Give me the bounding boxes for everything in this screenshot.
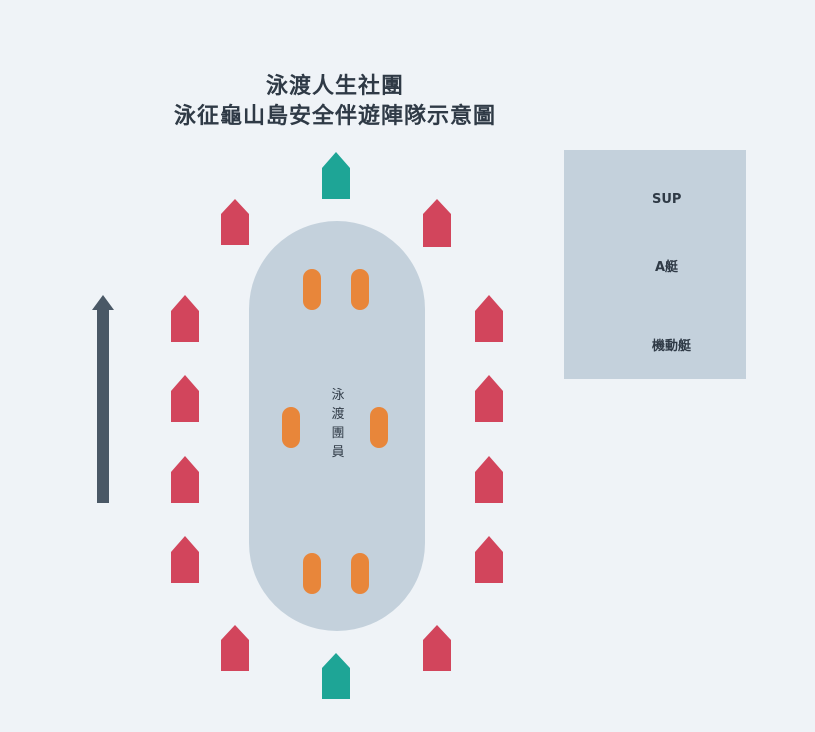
a-boat-icon [171,295,199,342]
title-line2: 泳征龜山島安全伴遊陣隊示意圖 [173,104,496,129]
motor-boat-group [322,152,350,699]
a-boat-icon [171,456,199,503]
motor-boat-icon [322,653,350,699]
legend-sup-label: SUP [652,192,682,207]
a-boat-icon [475,295,503,342]
a-boat-icon [423,625,451,671]
legend-a-boat-label: A艇 [655,260,679,275]
sup-board-icon [282,407,300,448]
a-boat-icon [171,375,199,422]
title-line1: 泳渡人生社團 [265,74,404,99]
sup-board-icon [370,407,388,448]
a-boat-icon [475,536,503,583]
swimmers-label: 泳渡團員 [331,388,345,460]
sup-board-icon [351,269,369,310]
a-boat-icon [423,199,451,247]
legend-motor-boat-label: 機動艇 [652,339,692,354]
a-boat-icon [475,456,503,503]
a-boat-icon [475,375,503,422]
sup-board-icon [303,553,321,594]
legend-panel [564,150,746,379]
a-boat-group [171,199,503,671]
sup-board-icon [351,553,369,594]
a-boat-icon [221,625,249,671]
swim-zone [249,221,425,631]
sup-group [282,269,388,594]
sup-board-icon [303,269,321,310]
motor-boat-icon [322,152,350,199]
direction-arrow-icon [92,295,114,503]
a-boat-icon [221,199,249,245]
a-boat-icon [171,536,199,583]
